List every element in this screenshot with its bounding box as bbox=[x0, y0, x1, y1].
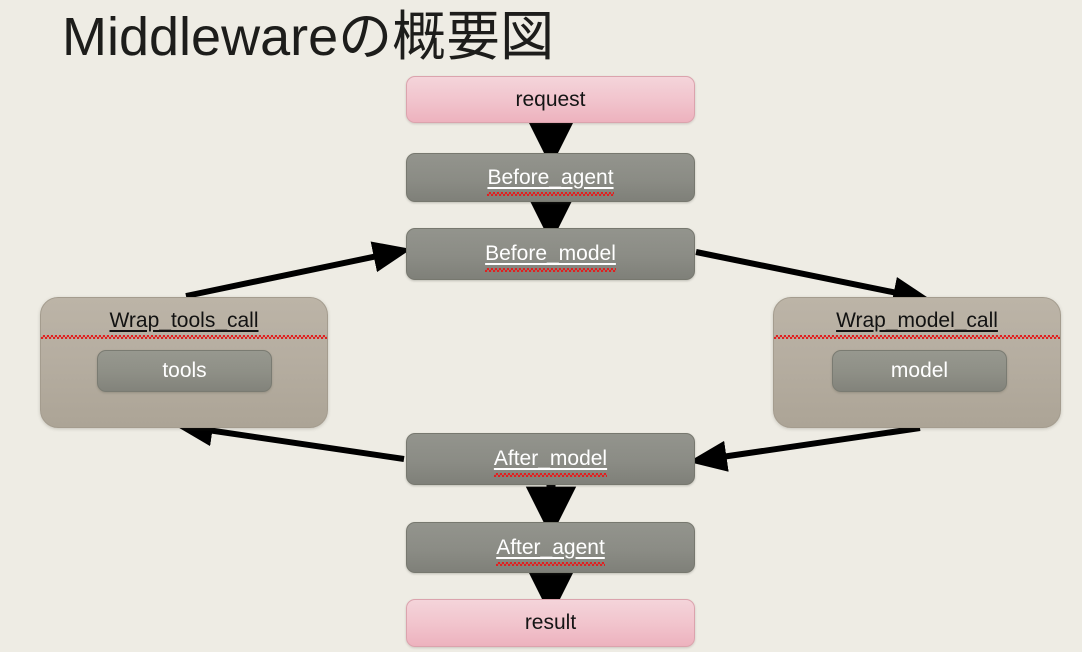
node-tools-label: tools bbox=[162, 359, 207, 382]
node-wrap-tools-call[interactable]: Wrap_tools_call tools bbox=[40, 297, 328, 428]
edge-before-model-to-wrap-model-call bbox=[695, 249, 932, 308]
node-after-agent-label: After_agent bbox=[496, 535, 605, 566]
node-wrap-tools-call-label: Wrap_tools_call bbox=[41, 309, 327, 339]
page-title: Middlewareの概要図 bbox=[62, 7, 555, 67]
node-result-label: result bbox=[524, 611, 577, 634]
edge-wrap-tools-call-to-before-model bbox=[185, 241, 412, 299]
node-request-label: request bbox=[515, 87, 586, 111]
node-before-agent-label: Before_agent bbox=[487, 165, 614, 196]
node-after-model-label: After_model bbox=[493, 447, 608, 477]
node-before-model-label: Before_model bbox=[485, 242, 616, 272]
node-tools[interactable]: tools bbox=[97, 350, 272, 392]
node-after-agent[interactable]: After_agent bbox=[406, 522, 695, 573]
node-after-model[interactable]: After_model bbox=[406, 433, 695, 485]
edge-wrap-model-call-to-after-model bbox=[688, 425, 921, 472]
node-wrap-model-call-label: Wrap_model_call bbox=[774, 309, 1060, 339]
node-result[interactable]: result bbox=[406, 599, 695, 647]
node-before-model[interactable]: Before_model bbox=[406, 228, 695, 280]
edge-after-model-to-wrap-tools-call bbox=[174, 415, 405, 462]
node-before-agent[interactable]: Before_agent bbox=[406, 153, 695, 202]
node-model-label: model bbox=[890, 359, 949, 382]
node-request[interactable]: request bbox=[406, 76, 695, 123]
node-model[interactable]: model bbox=[832, 350, 1007, 392]
node-wrap-model-call[interactable]: Wrap_model_call model bbox=[773, 297, 1061, 428]
